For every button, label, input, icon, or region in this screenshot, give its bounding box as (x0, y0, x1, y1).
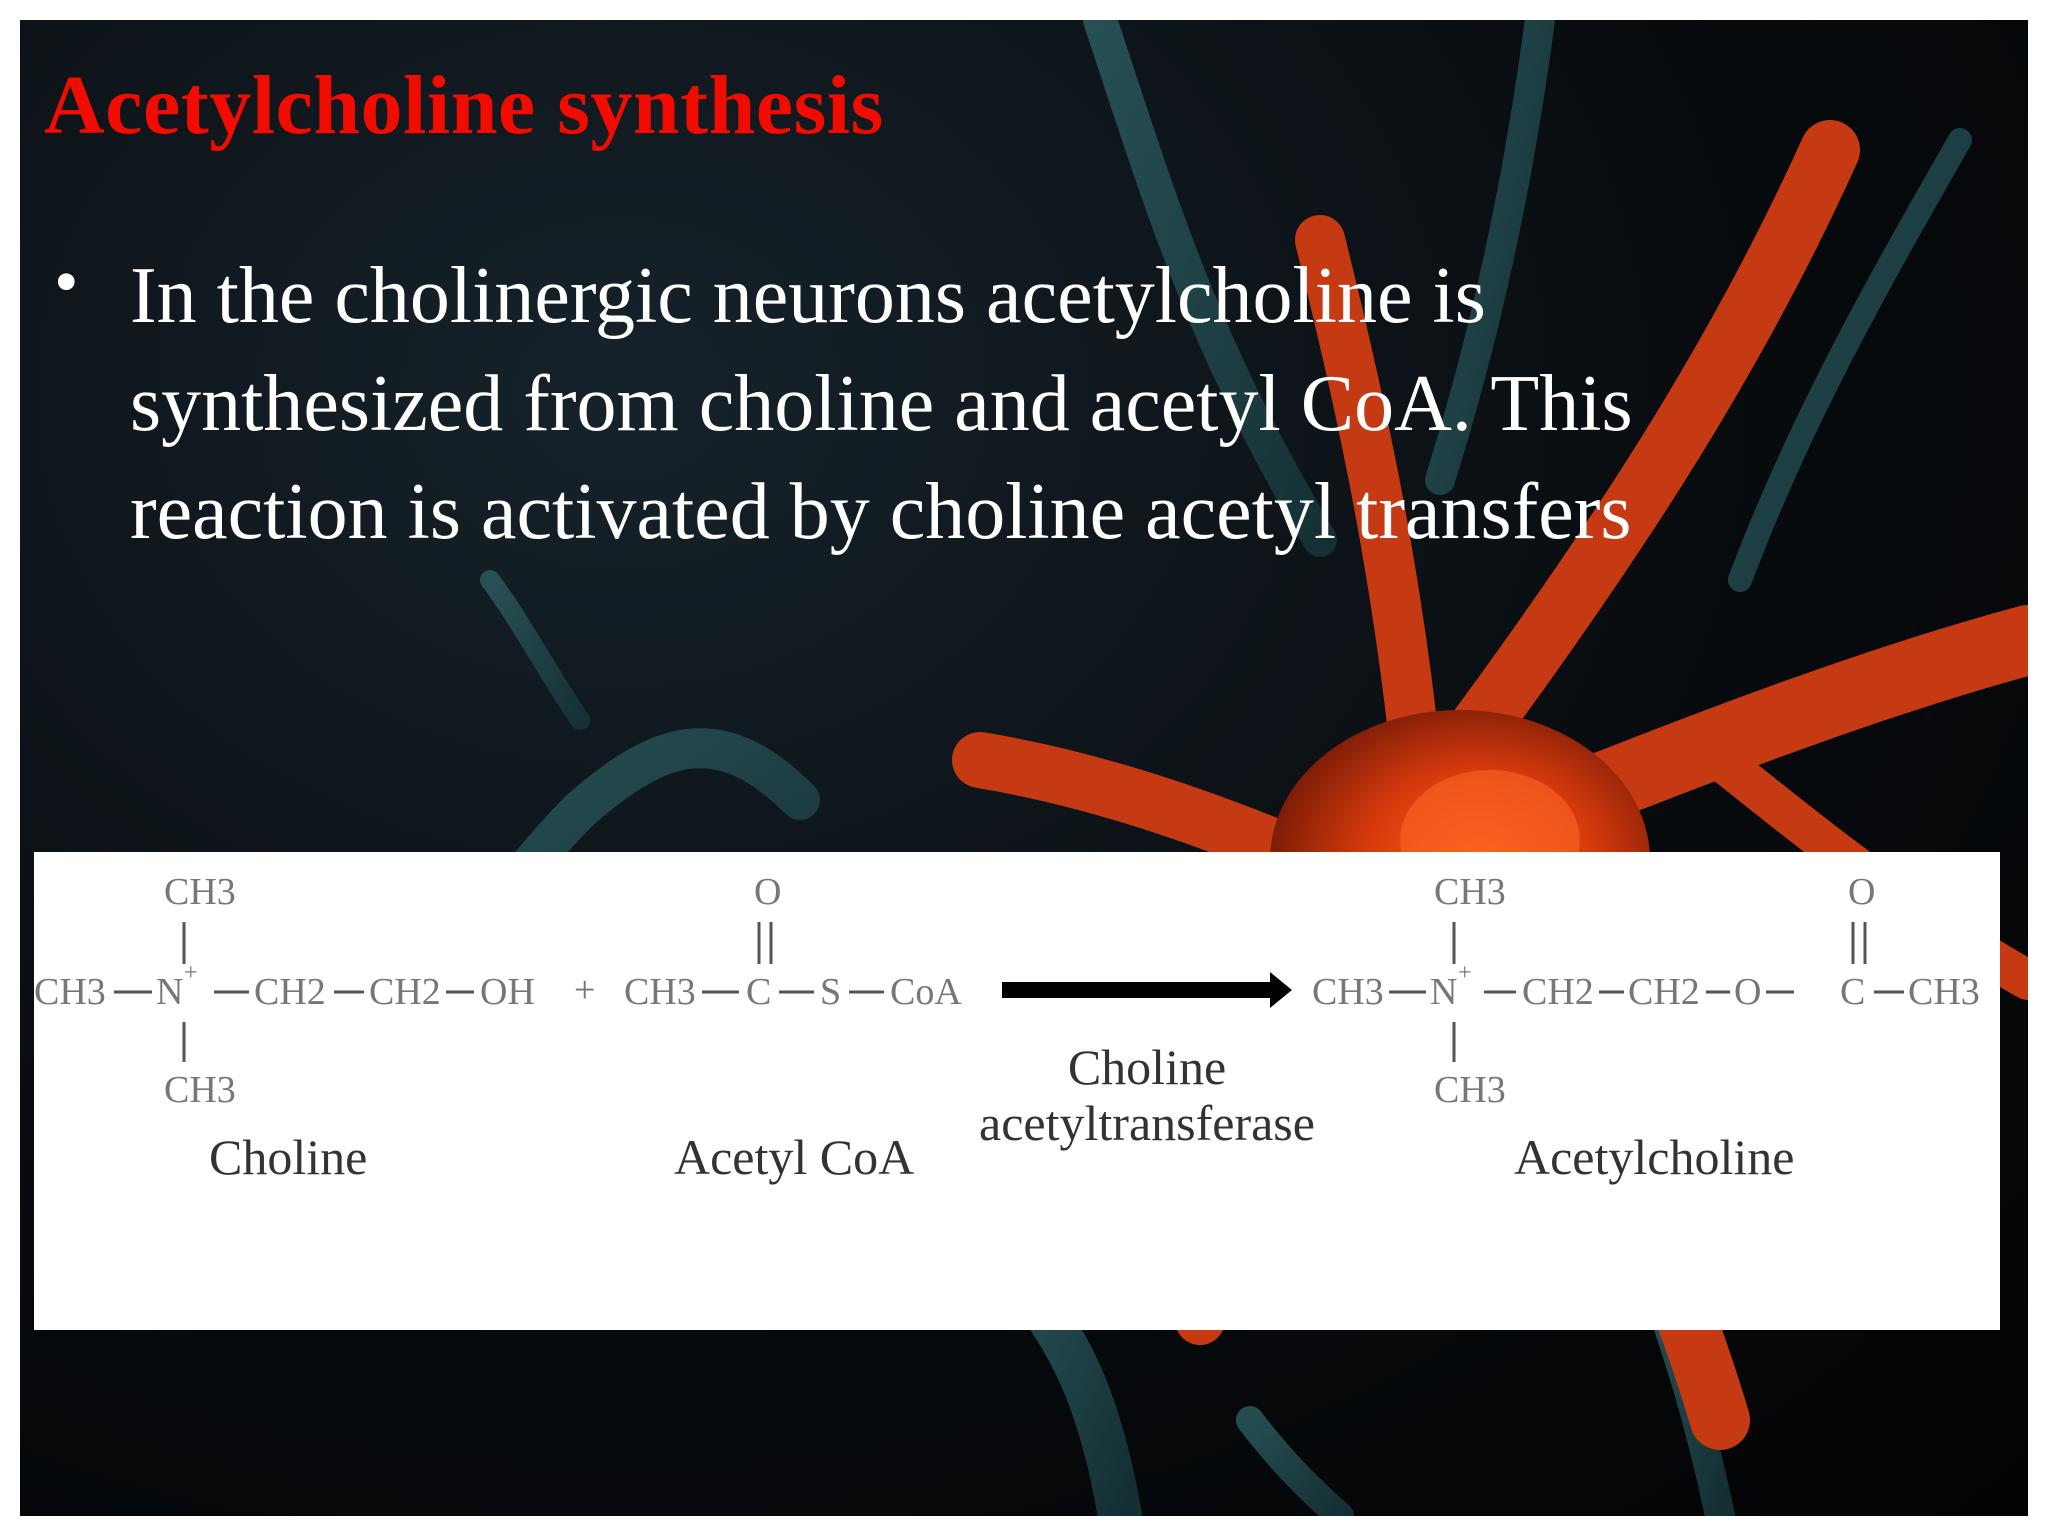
acetylcoa-coa: CoA (890, 971, 962, 1013)
bullet-text: In the cholinergic neurons acetylcholine… (130, 252, 1633, 556)
choline-ch2-a: CH2 (254, 971, 326, 1013)
ach-ester-o: O (1734, 971, 1761, 1013)
ach-nitrogen: N (1430, 971, 1457, 1013)
acetylcoa-label: Acetyl CoA (674, 1129, 914, 1185)
enzyme-name-line2: acetyltransferase (979, 1095, 1315, 1151)
ach-ch2-a: CH2 (1522, 971, 1594, 1013)
choline-nitrogen: N (156, 971, 183, 1013)
enzyme-name-line1: Choline (1068, 1039, 1226, 1095)
reaction-equation: CH3 CH3 N + CH2 CH2 OH CH3 Choline + O C… (34, 871, 1980, 1185)
acetylcoa-carbonyl-o: O (754, 871, 781, 913)
ach-left-ch3: CH3 (1312, 971, 1384, 1013)
ach-carbon: C (1840, 971, 1865, 1013)
slide-title: Acetylcholine synthesis (44, 59, 884, 152)
choline-label: Choline (209, 1129, 367, 1185)
choline-ch2-b: CH2 (369, 971, 441, 1013)
bullet-dot-icon: • (54, 244, 79, 321)
choline-oh: OH (480, 971, 535, 1013)
choline-top-ch3: CH3 (164, 871, 236, 913)
slide: Acetylcholine synthesis • In the choline… (20, 20, 2028, 1516)
ach-ch2-b: CH2 (1628, 971, 1700, 1013)
acetylcoa-ch3: CH3 (624, 971, 696, 1013)
ach-end-ch3: CH3 (1908, 971, 1980, 1013)
reaction-arrow-icon (1002, 972, 1292, 1008)
acetylcoa-sulfur: S (820, 971, 841, 1013)
ach-charge: + (1458, 960, 1472, 986)
acetylcoa-carbon: C (746, 971, 771, 1013)
ach-bottom-ch3: CH3 (1434, 1069, 1506, 1111)
choline-bottom-ch3: CH3 (164, 1069, 236, 1111)
ach-top-ch3: CH3 (1434, 871, 1506, 913)
plus-sign: + (574, 969, 595, 1011)
ach-carbonyl-o: O (1848, 871, 1875, 913)
reaction-diagram: CH3 CH3 N + CH2 CH2 OH CH3 Choline + O C… (34, 852, 2000, 1330)
acetylcholine-label: Acetylcholine (1514, 1129, 1794, 1185)
choline-charge: + (184, 960, 198, 986)
choline-left-ch3: CH3 (34, 971, 106, 1013)
